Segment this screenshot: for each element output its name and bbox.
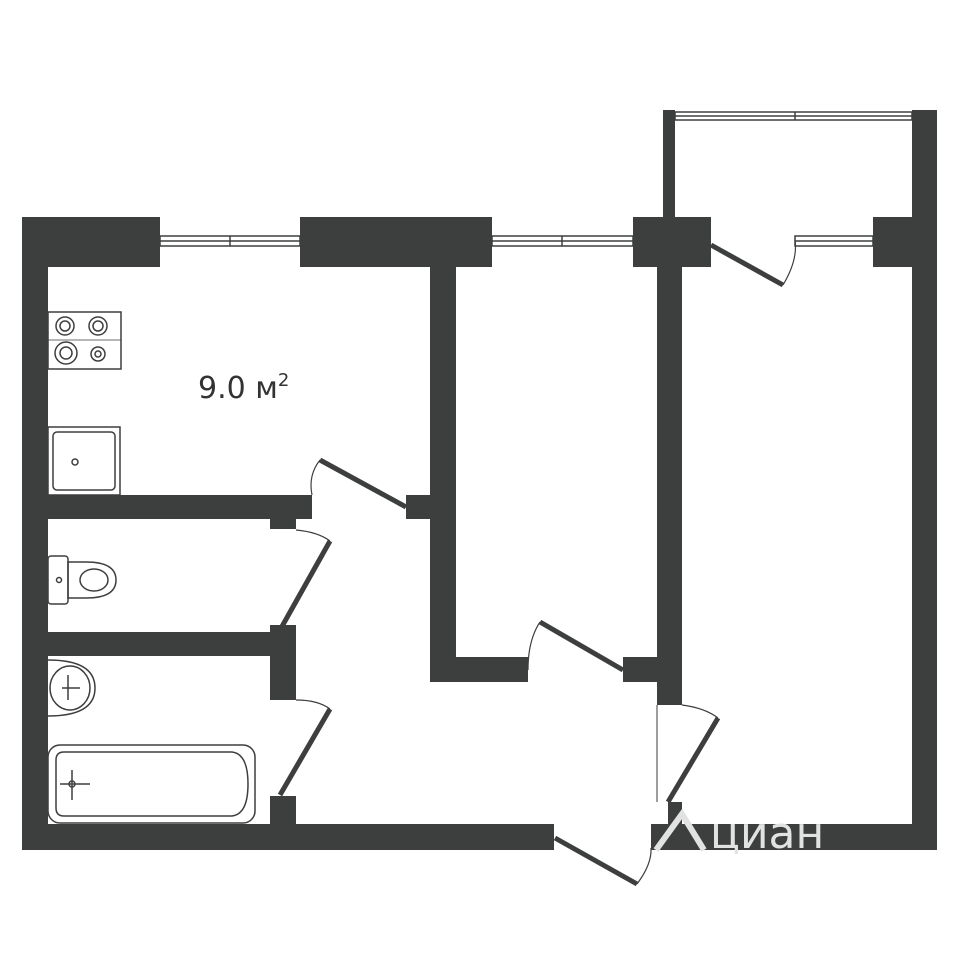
wall-wc-bottom [22, 632, 296, 656]
wall-left [22, 217, 48, 850]
wall-kitchen-room [430, 267, 456, 517]
kitchen-area-label: 9.0 м2 [198, 370, 289, 406]
wall-middle-room-bottom-a [430, 657, 528, 682]
wall-right [912, 110, 937, 850]
door-entrance [553, 835, 652, 887]
window-right-room [794, 235, 874, 247]
watermark: циан [653, 808, 824, 859]
doors [277, 239, 797, 887]
windows [159, 111, 913, 247]
toilet-icon [47, 555, 117, 605]
door-kitchen [310, 457, 408, 510]
kitchen-area-unit-superscript: 2 [278, 370, 289, 391]
washbasin-icon [47, 659, 96, 717]
wall-wc-door-stub [270, 495, 296, 529]
wall-middle-room-left [430, 517, 456, 682]
wall-kitchen-bottom [22, 495, 312, 519]
door-bathroom [277, 699, 333, 797]
wall-bath-stub-bottom [270, 796, 296, 826]
door-balcony [709, 239, 797, 288]
door-middle-room [527, 619, 625, 673]
wall-kitchen-room-stub [406, 495, 456, 519]
wall-top-mid-left [300, 217, 492, 267]
wall-bottom-left [22, 824, 554, 850]
walls [22, 110, 937, 850]
bathtub-icon [47, 744, 256, 824]
door-wc [277, 529, 333, 632]
wall-room-divider [657, 245, 682, 705]
balcony-wall-left [663, 110, 675, 220]
watermark-text: циан [710, 808, 824, 859]
window-kitchen [159, 235, 301, 247]
wall-bath-stub-top [270, 625, 296, 700]
wall-middle-room-bottom-b [623, 657, 663, 682]
window-middle-room [491, 235, 634, 247]
window-balcony [674, 111, 913, 121]
kitchen-area-value: 9.0 м [198, 371, 278, 406]
cian-logo-house-icon [653, 808, 707, 852]
sink-icon [47, 426, 121, 496]
door-right-room [656, 704, 721, 804]
stove-icon [47, 311, 122, 370]
